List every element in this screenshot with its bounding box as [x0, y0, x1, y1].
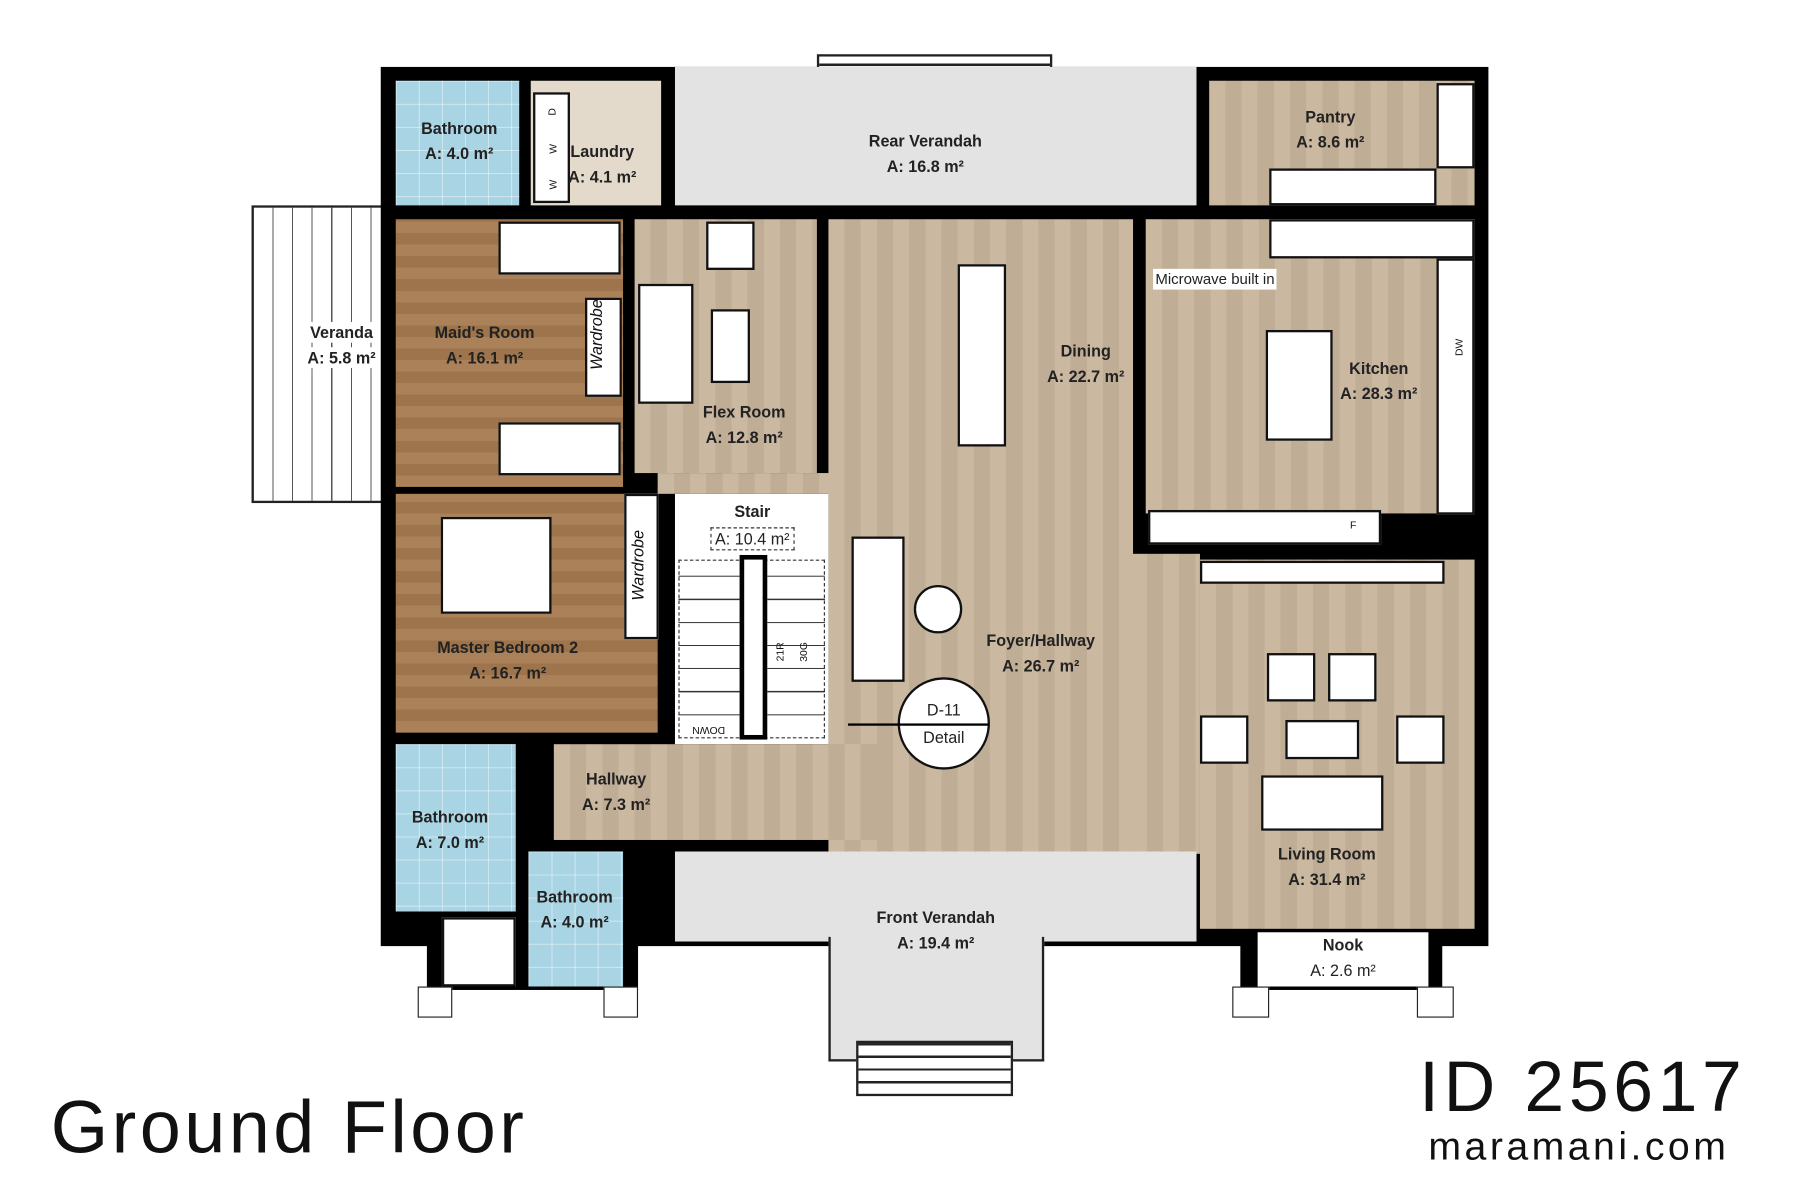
laundry-appliances — [533, 92, 570, 204]
kitchen-counter — [1148, 509, 1382, 545]
dining-area: A: 22.7 m² — [1047, 366, 1125, 386]
armchair — [1199, 715, 1249, 764]
kitchen-island — [1265, 329, 1333, 441]
wardrobe — [624, 493, 659, 640]
laundry-name: Laundry — [570, 141, 635, 161]
room-front-verandah-porch — [828, 936, 1045, 1062]
bathroom-mid-name: Bathroom — [411, 807, 489, 827]
corner-pier — [603, 986, 639, 1018]
stair-note: 21R — [774, 642, 787, 662]
website-label: maramani.com — [1428, 1124, 1730, 1169]
master-bedroom-2-name: Master Bedroom 2 — [437, 638, 579, 657]
kitchen-counter — [1269, 168, 1437, 206]
nook-area: A: 2.6 m² — [1310, 961, 1376, 980]
bathroom-small-name: Bathroom — [536, 887, 613, 906]
rear-verandah-area: A: 16.8 m² — [886, 156, 964, 176]
bed — [498, 422, 621, 476]
living-room-name: Living Room — [1277, 844, 1376, 864]
flex-room-name: Flex Room — [702, 402, 786, 422]
armchair — [1266, 653, 1316, 702]
foyer-area: A: 26.7 m² — [1002, 656, 1080, 675]
armchair — [1396, 715, 1445, 764]
round-table — [913, 584, 963, 634]
tv-console — [1199, 560, 1445, 584]
dryer-label: D — [546, 108, 558, 116]
dining-name: Dining — [1060, 341, 1111, 360]
detail-marker — [897, 677, 990, 770]
maids-room-area: A: 16.1 m² — [445, 348, 524, 367]
hallway-name: Hallway — [586, 769, 647, 789]
room-pantry — [1209, 80, 1475, 206]
coffee-table — [710, 309, 750, 384]
maids-room-name: Maid's Room — [434, 323, 535, 342]
room-rear-verandah — [674, 66, 1197, 206]
front-steps — [856, 1040, 1014, 1097]
washer-label: W — [547, 143, 559, 154]
stair-note: 30G — [797, 642, 810, 662]
front-verandah-name: Front Verandah — [876, 908, 995, 927]
corner-pier — [1232, 986, 1270, 1018]
master-bedroom-2-area: A: 16.7 m² — [469, 663, 547, 682]
plan-id: ID 25617 — [1419, 1047, 1747, 1128]
pantry-counter — [1436, 83, 1475, 169]
microwave-note: Microwave built in — [1153, 268, 1277, 290]
shower — [441, 917, 516, 987]
washer-label: W — [547, 179, 559, 190]
bed — [440, 516, 552, 614]
wardrobe-maid-label: Wardrobe — [586, 299, 606, 370]
room-bathroom-mid — [395, 744, 516, 912]
kitchen-counter — [1269, 219, 1475, 259]
room-nook — [1257, 932, 1429, 987]
sofa — [851, 536, 905, 682]
stair-name: Stair — [734, 501, 771, 521]
armchair — [706, 221, 755, 270]
kitchen-area: A: 28.3 m² — [1340, 384, 1418, 403]
stair-newel — [739, 554, 768, 740]
bathroom-top-name: Bathroom — [421, 118, 498, 138]
wardrobe — [584, 297, 622, 397]
front-verandah-area: A: 19.4 m² — [897, 933, 975, 952]
bathroom-top-area: A: 4.0 m² — [425, 144, 494, 163]
detail-marker-line — [848, 723, 989, 726]
living-room-area: A: 31.4 m² — [1288, 869, 1366, 889]
veranda-area: A: 5.8 m² — [307, 347, 376, 369]
laundry-area: A: 4.1 m² — [568, 167, 637, 186]
room-bathroom-top — [395, 80, 520, 206]
dining-table — [957, 264, 1007, 447]
bathroom-small-area: A: 4.0 m² — [540, 912, 609, 932]
bathroom-mid-area: A: 7.0 m² — [415, 833, 485, 852]
stair-down-label: DOWN — [692, 724, 726, 737]
floor-title: Ground Floor — [50, 1085, 528, 1169]
hallway-area: A: 7.3 m² — [582, 794, 651, 814]
dishwasher-label: DW — [1453, 338, 1465, 356]
room-foyer-east — [1130, 553, 1200, 854]
kitchen-name: Kitchen — [1349, 358, 1409, 378]
sofa — [638, 283, 694, 404]
room-hallway — [553, 744, 877, 840]
detail-label: Detail — [923, 728, 965, 747]
flex-room-area: A: 12.8 m² — [705, 428, 783, 447]
nook-name: Nook — [1322, 935, 1364, 955]
pantry-area: A: 8.6 m² — [1296, 132, 1365, 152]
coffee-table — [1285, 719, 1360, 760]
room-bathroom-small — [528, 851, 624, 987]
sofa — [1261, 775, 1384, 831]
corner-pier — [1416, 986, 1454, 1018]
room-hallway-link — [657, 473, 831, 494]
foyer-name: Foyer/Hallway — [986, 631, 1096, 650]
rear-verandah-name: Rear Verandah — [868, 131, 982, 150]
detail-tag: D-11 — [926, 700, 961, 719]
room-front-verandah — [674, 851, 1197, 942]
fridge-label: F — [1349, 519, 1357, 531]
stair-area: A: 10.4 m² — [710, 527, 795, 551]
veranda-name: Veranda — [310, 321, 373, 343]
pantry-name: Pantry — [1305, 107, 1356, 126]
kitchen-counter — [1436, 258, 1475, 515]
armchair — [1328, 653, 1377, 702]
bed — [498, 221, 621, 275]
wardrobe-master-label: Wardrobe — [628, 530, 647, 601]
corner-pier — [417, 986, 453, 1018]
